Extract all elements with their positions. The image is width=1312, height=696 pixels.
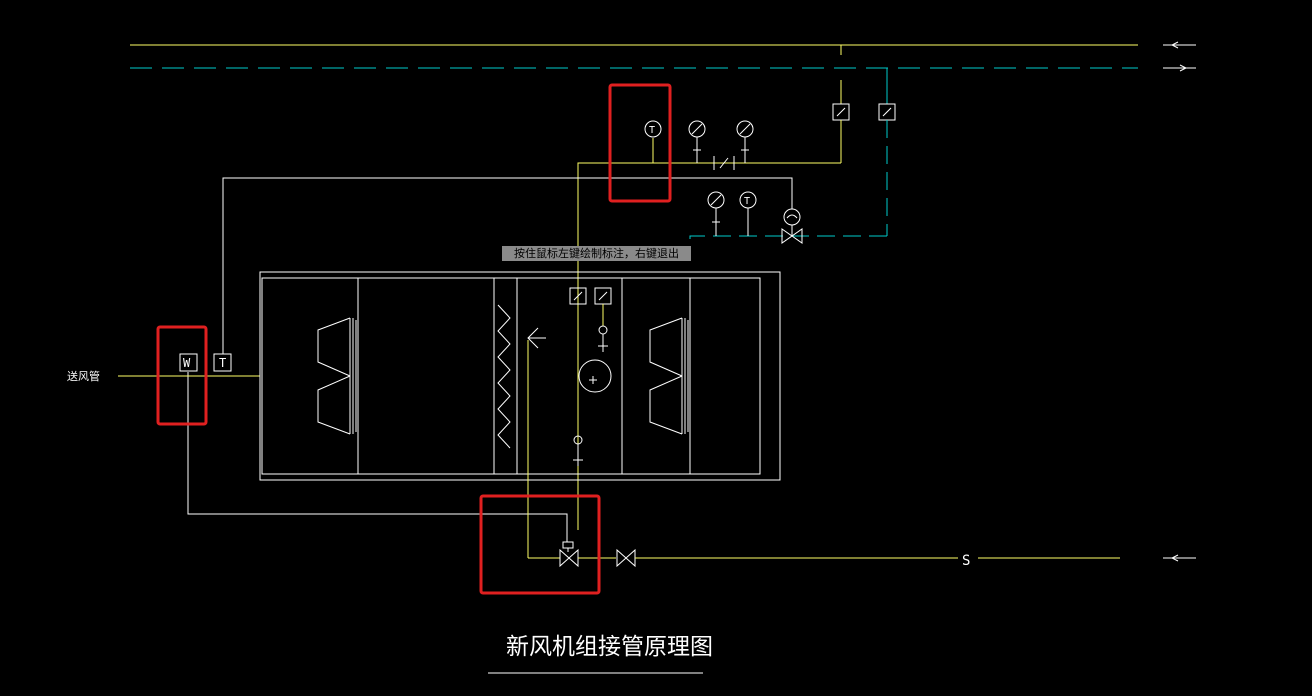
pressure-gauge-icon (736, 120, 754, 163)
humidity-sensor-label: W (183, 356, 191, 370)
fan-icon (317, 317, 357, 435)
ahu-outer-casing (259, 271, 781, 481)
thermometer-icon (644, 120, 662, 138)
diagram-title: 新风机组接管原理图 (506, 634, 713, 660)
pressure-gauge-icon (688, 120, 706, 163)
valve-box-icon (594, 287, 612, 305)
coil-icon (497, 304, 511, 449)
temperature-sensor (213, 353, 232, 372)
check-valve-icon (713, 156, 735, 170)
svg-text:T: T (744, 196, 750, 207)
highlight-box-control-valve[interactable] (479, 494, 601, 595)
humidity-sensor (179, 353, 198, 372)
motorized-valve-icon (781, 208, 803, 244)
steam-trap-label: S (962, 553, 970, 569)
pressure-gauge-icon (707, 191, 725, 236)
flow-arrow-right-icon (1163, 64, 1196, 72)
highlight-box-thermometer[interactable] (608, 83, 672, 203)
supply-duct-label: 送风管 (67, 370, 100, 383)
flow-arrow-left-icon (1163, 41, 1196, 49)
ahu-inner-casing (261, 277, 761, 475)
gate-valve-icon (616, 548, 636, 568)
highlight-box-sensor[interactable] (156, 325, 208, 426)
temperature-sensor-label: T (219, 356, 226, 370)
fan-icon (649, 317, 689, 435)
valve-box-icon (832, 103, 850, 121)
airflow-arrow-icon (527, 327, 546, 349)
command-tooltip: 按住鼠标左键绘制标注，右键退出 (502, 246, 691, 261)
valve-box-icon (878, 103, 896, 121)
humidifier-icon (578, 359, 612, 393)
flow-arrow-left-icon (1163, 554, 1196, 562)
svg-text:T: T (649, 125, 655, 136)
control-valve-icon (559, 541, 579, 568)
valve-box-icon (569, 287, 587, 305)
